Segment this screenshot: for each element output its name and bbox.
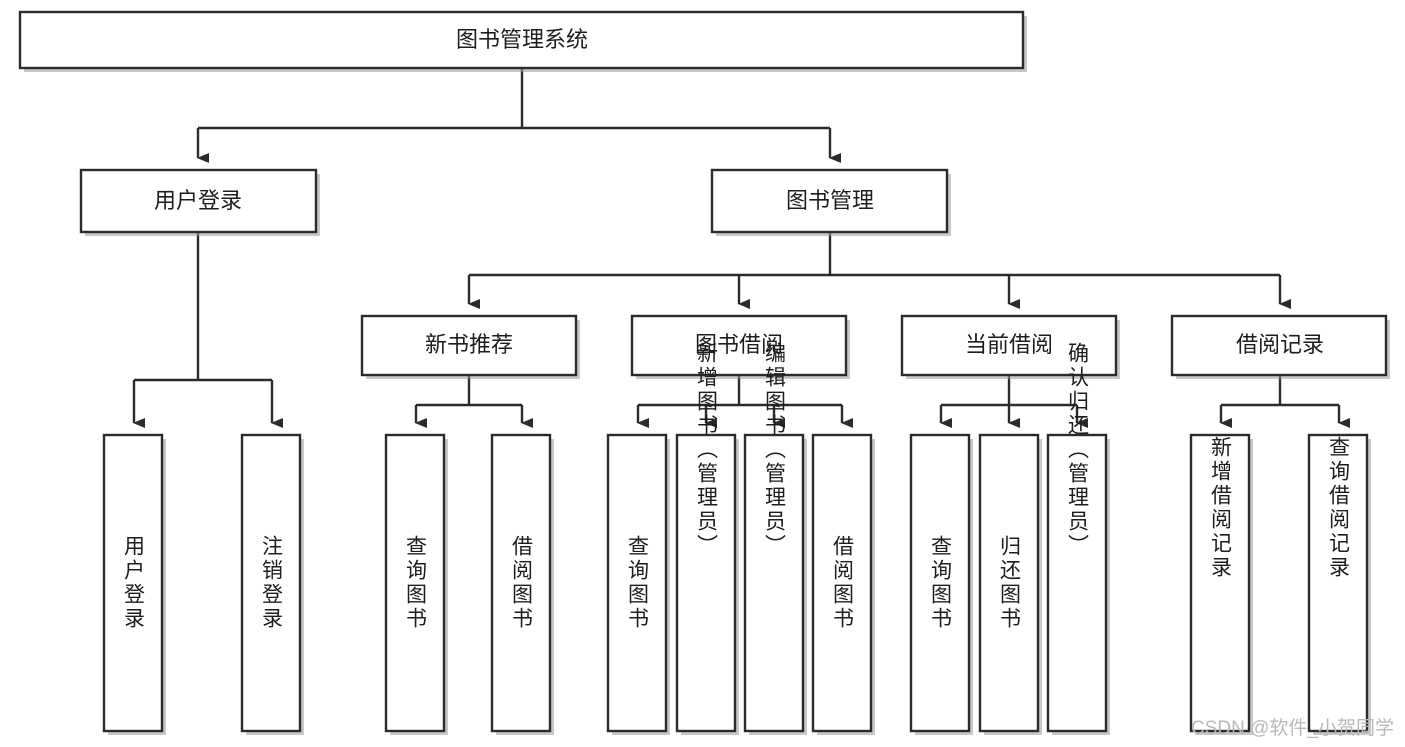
node-root-label: 图书管理系统 — [456, 27, 588, 52]
leaf-add-record-label: 新增借阅记录 — [1209, 436, 1233, 580]
leaf-confirm-return[interactable]: 确认归还（管理员） — [1046, 342, 1110, 735]
leaf-user-login-label: 用户登录 — [122, 535, 146, 631]
leaf-query-book-1-label: 查询图书 — [404, 535, 428, 631]
leaf-confirm-return-label: 确认归还（管理员） — [1066, 342, 1090, 558]
node-user-login[interactable]: 用户登录 — [79, 168, 320, 236]
leaf-query-record[interactable]: 查询借阅记录 — [1307, 433, 1371, 735]
node-new-book-recommend[interactable]: 新书推荐 — [360, 314, 580, 379]
csdn-watermark: CSDN @软件_小贺同学 — [1191, 717, 1394, 739]
leaf-borrow-book-1[interactable]: 借阅图书 — [490, 433, 554, 735]
leaf-borrow-book-1-label: 借阅图书 — [510, 535, 534, 631]
node-new-book-recommend-label: 新书推荐 — [425, 332, 513, 357]
node-borrow-record[interactable]: 借阅记录 — [1170, 314, 1390, 379]
leaf-edit-book[interactable]: 编辑图书（管理员） — [743, 342, 807, 735]
node-book-borrow[interactable]: 图书借阅 — [630, 314, 850, 379]
leaf-borrow-book-2[interactable]: 借阅图书 — [811, 433, 875, 735]
leaf-query-book-2[interactable]: 查询图书 — [606, 433, 670, 735]
leaf-return-book[interactable]: 归还图书 — [978, 433, 1042, 735]
leaf-return-book-label: 归还图书 — [998, 535, 1022, 631]
node-book-borrow-label: 图书借阅 — [695, 332, 783, 357]
leaf-user-logout[interactable]: 注销登录 — [240, 433, 304, 735]
leaf-query-book-3[interactable]: 查询图书 — [909, 433, 973, 735]
node-borrow-record-label: 借阅记录 — [1236, 332, 1324, 357]
leaf-add-book-label: 新增图书（管理员） — [695, 342, 719, 558]
node-root[interactable]: 图书管理系统 — [18, 10, 1027, 72]
leaf-borrow-book-2-label: 借阅图书 — [831, 535, 855, 631]
leaf-query-record-label: 查询借阅记录 — [1327, 436, 1351, 580]
node-current-borrow[interactable]: 当前借阅 — [900, 314, 1120, 379]
leaf-query-book-3-label: 查询图书 — [929, 535, 953, 631]
leaf-query-book-2-label: 查询图书 — [626, 535, 650, 631]
leaf-edit-book-label: 编辑图书（管理员） — [763, 342, 787, 558]
node-book-manage-label: 图书管理 — [786, 188, 874, 213]
connector-layer — [132, 68, 1350, 428]
leaf-user-login[interactable]: 用户登录 — [102, 433, 166, 735]
leaf-add-book[interactable]: 新增图书（管理员） — [675, 342, 739, 735]
leaf-add-record[interactable]: 新增借阅记录 — [1189, 433, 1253, 735]
leaf-user-logout-label: 注销登录 — [260, 535, 284, 631]
node-book-manage[interactable]: 图书管理 — [710, 168, 951, 236]
node-user-login-label: 用户登录 — [154, 188, 242, 213]
leaf-query-book-1[interactable]: 查询图书 — [384, 433, 448, 735]
node-current-borrow-label: 当前借阅 — [965, 332, 1053, 357]
